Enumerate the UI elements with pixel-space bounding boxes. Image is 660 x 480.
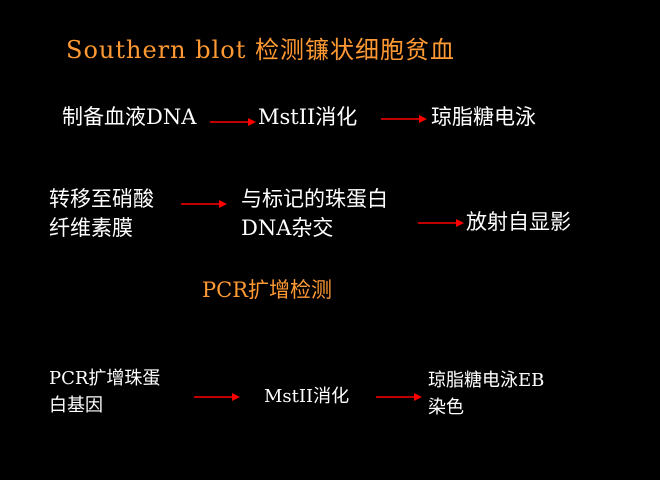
step-autoradiography: 放射自显影 — [466, 210, 571, 234]
step-pcr-electrophoresis-line2: 染色 — [428, 397, 464, 418]
step-pcr-mstii-digestion: MstII消化 — [264, 386, 350, 407]
page-title: Southern blot 检测镰状细胞贫血 — [66, 36, 455, 64]
step-pcr-amplify-line1: PCR扩增珠蛋 — [49, 368, 161, 389]
step-mstii-digestion: MstII消化 — [258, 105, 358, 129]
step-pcr-electrophoresis-line1: 琼脂糖电泳EB — [428, 370, 545, 391]
arrow-icon — [381, 114, 427, 124]
step-transfer-line2: 纤维素膜 — [49, 216, 133, 240]
step-pcr-amplify-line2: 白基因 — [49, 395, 103, 416]
arrow-icon — [418, 218, 464, 228]
step-hybridization-line1: 与标记的珠蛋白 — [241, 187, 388, 211]
step-agarose-electrophoresis: 琼脂糖电泳 — [431, 105, 536, 129]
arrow-icon — [181, 199, 227, 209]
arrow-icon — [210, 117, 256, 127]
step-transfer-line1: 转移至硝酸 — [49, 187, 154, 211]
arrow-icon — [194, 392, 240, 402]
arrow-icon — [376, 392, 422, 402]
step-hybridization-line2: DNA杂交 — [241, 216, 334, 240]
step-prepare-blood-dna: 制备血液DNA — [62, 105, 197, 129]
pcr-section-title: PCR扩增检测 — [202, 278, 333, 302]
